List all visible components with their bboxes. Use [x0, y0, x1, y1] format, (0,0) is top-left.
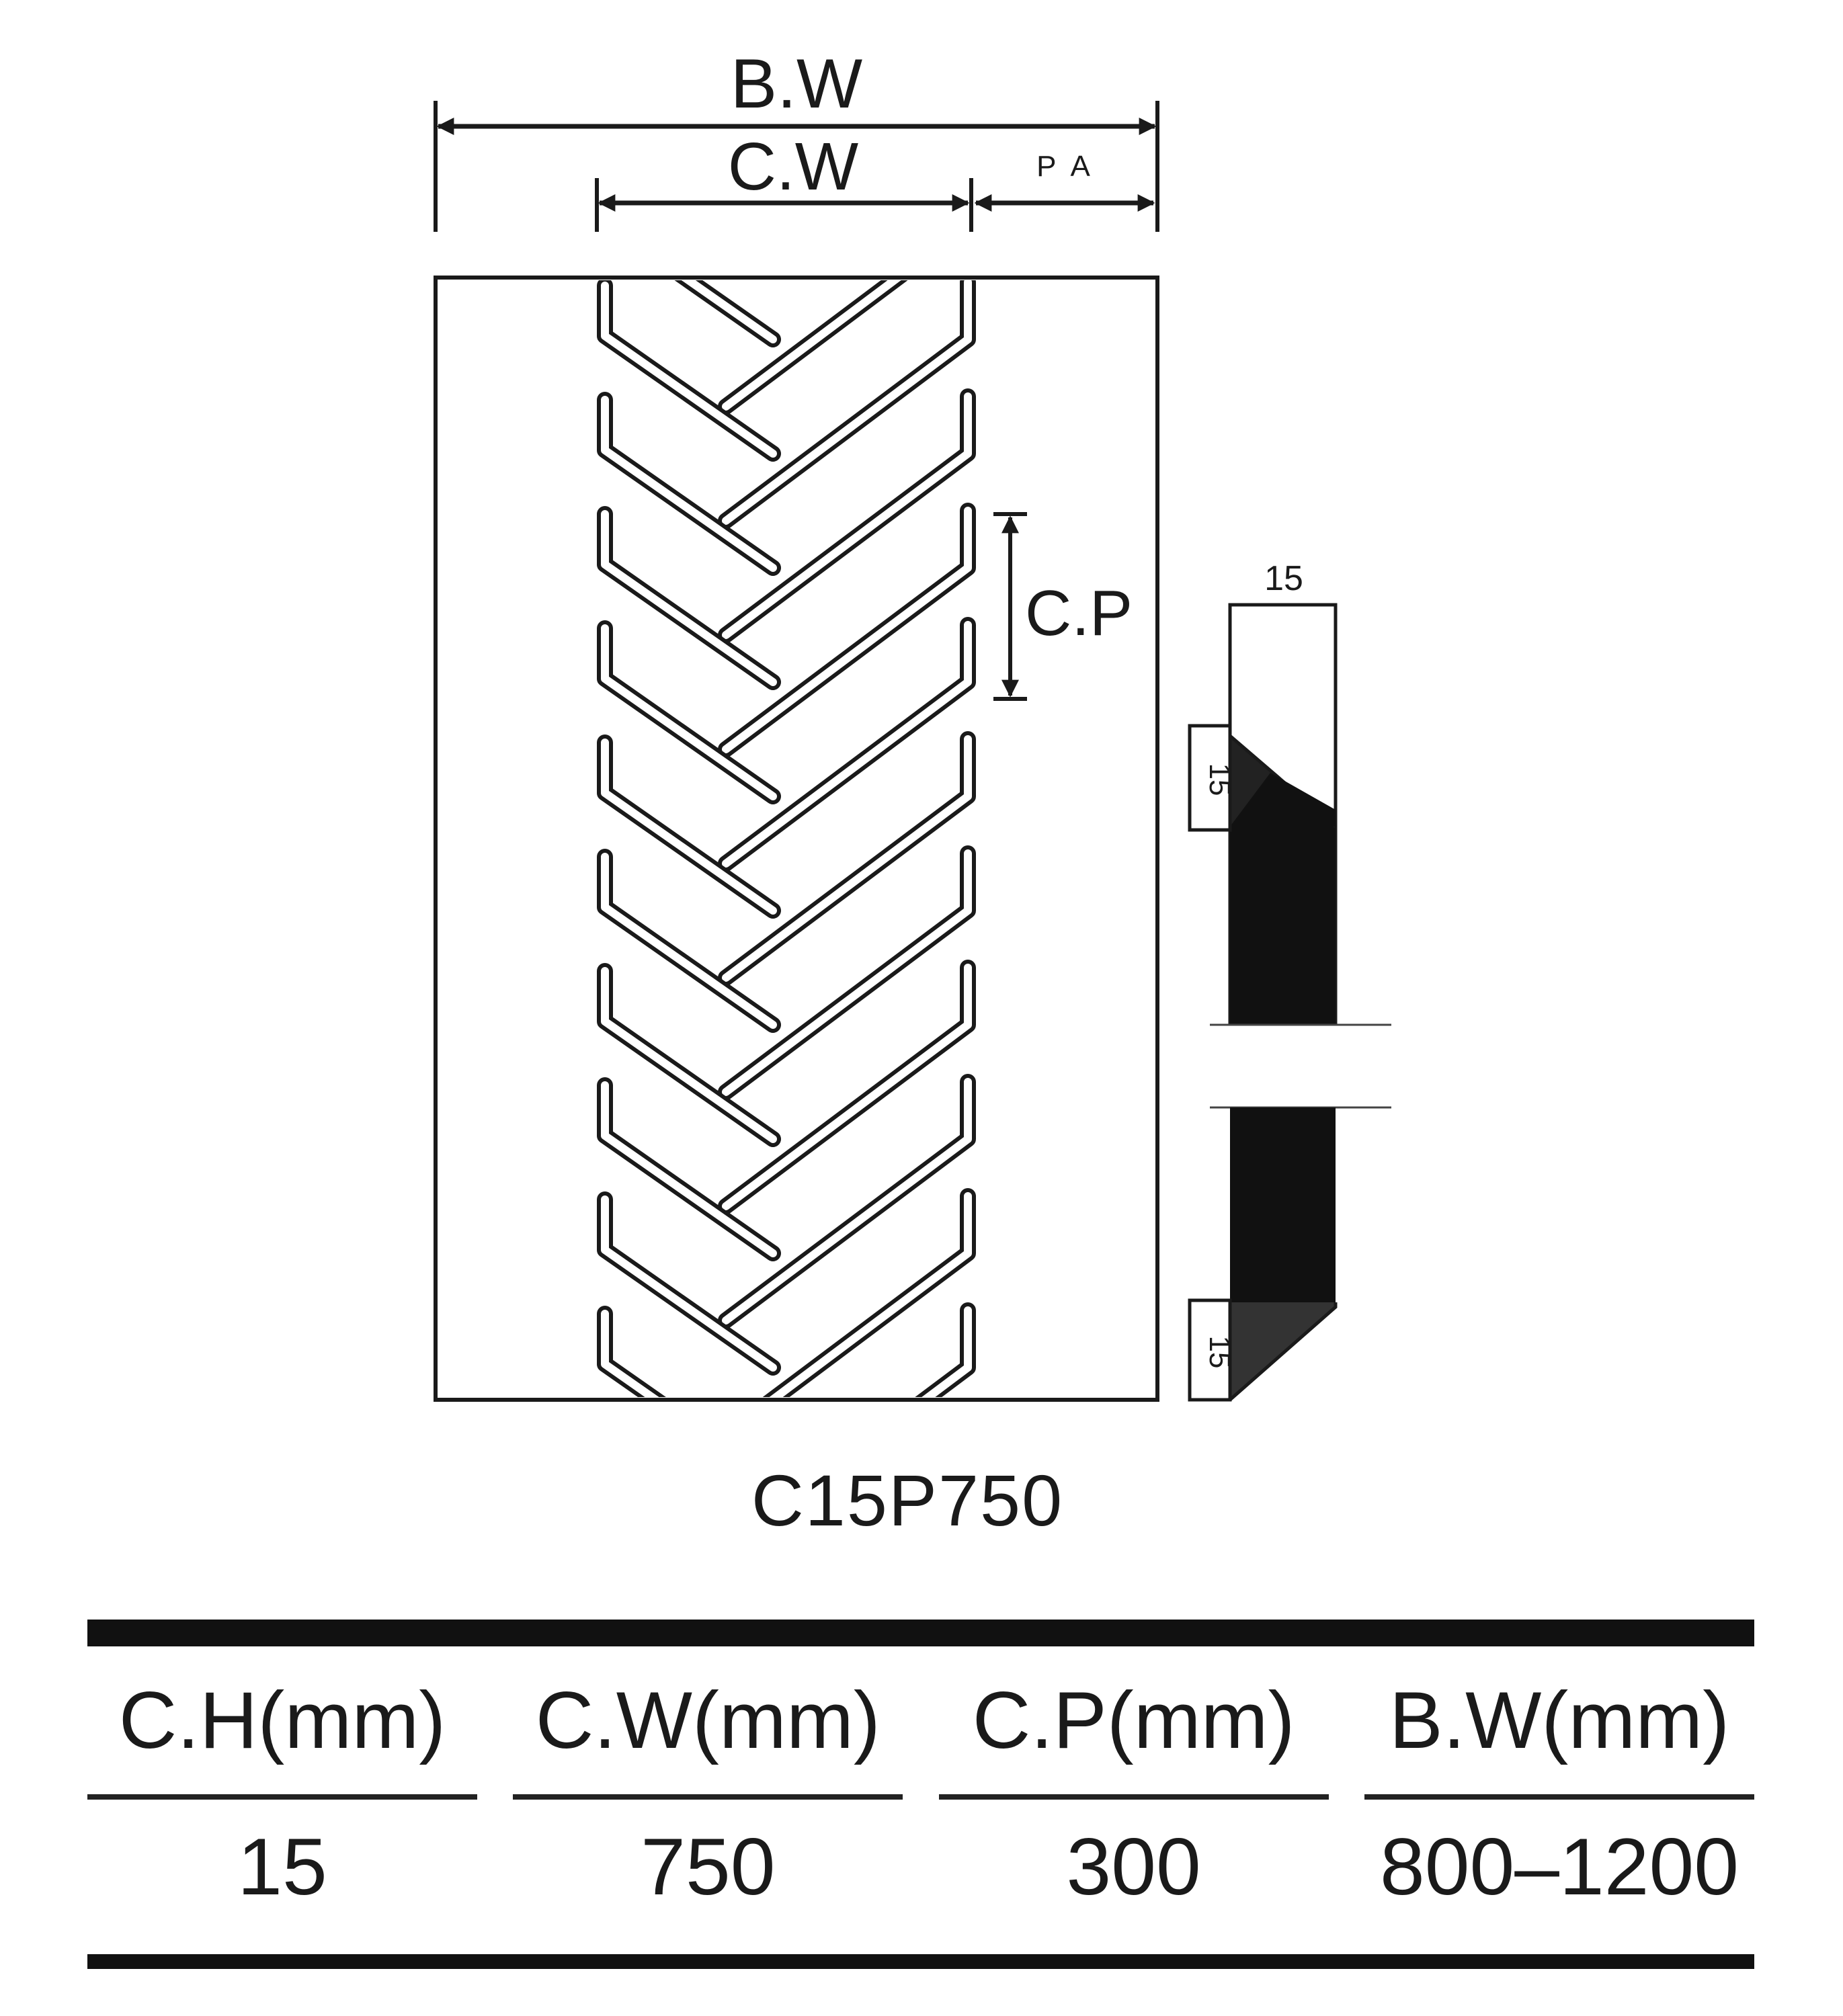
cleat-width-label: C.W [728, 129, 859, 204]
cleat-profile: 15 15 15 [1188, 559, 1391, 1402]
table-header-rule [87, 1794, 1754, 1800]
profile-width-label: 15 [1264, 559, 1303, 598]
cleat-width-dimension: C.W [595, 129, 973, 232]
value-cleat-pitch: 300 [1066, 1822, 1201, 1912]
header-cleat-width: C.W(mm) [535, 1675, 880, 1765]
belt-diagram: B.W C.W P A C.P 15 15 [434, 45, 1391, 1546]
profile-side-label-top: 15 [1203, 763, 1236, 796]
chevron-cleats [597, 280, 976, 1546]
value-cleat-height: 15 [237, 1822, 327, 1912]
cleat-pitch-dimension: C.P [993, 512, 1133, 701]
pa-dimension: P A [974, 150, 1155, 212]
model-code: C15P750 [751, 1460, 1063, 1541]
pa-label: P A [1036, 150, 1094, 183]
table-header-row: C.H(mm) C.W(mm) C.P(mm) B.W(mm) [87, 1673, 1754, 1774]
table-bottom-rule [87, 1954, 1754, 1969]
profile-side-box-top [1188, 724, 1232, 832]
chevron-left-wing [597, 963, 781, 1147]
chevron-left-wing [597, 506, 781, 690]
belt-width-dimension: B.W [434, 45, 1159, 232]
chevron-left-wing [597, 1077, 781, 1261]
chevron-left-wing [597, 620, 781, 804]
header-belt-width: B.W(mm) [1389, 1675, 1730, 1765]
chevron-left-wing [597, 849, 781, 1033]
table-top-rule [87, 1620, 1754, 1646]
spec-table: C.H(mm) C.W(mm) C.P(mm) B.W(mm) 15 750 3… [87, 1620, 1754, 1969]
belt-outline [434, 276, 1159, 1402]
chevron-left-wing [597, 1191, 781, 1376]
value-cleat-width: 750 [641, 1822, 776, 1912]
value-belt-width: 800–1200 [1380, 1822, 1739, 1912]
table-row: 15 750 300 800–1200 [87, 1813, 1754, 1914]
profile-side-box-bottom [1188, 1298, 1232, 1402]
chevron-left-wing [597, 392, 781, 576]
profile-side-label-bottom: 15 [1203, 1336, 1236, 1369]
header-cleat-pitch: C.P(mm) [972, 1675, 1295, 1765]
cleat-pitch-label: C.P [1025, 577, 1133, 649]
chevron-left-wing [597, 280, 781, 462]
belt-width-label: B.W [731, 45, 862, 123]
chevron-left-wing [605, 1428, 773, 1546]
header-cleat-height: C.H(mm) [118, 1675, 446, 1765]
chevron-left-wing [597, 734, 781, 919]
